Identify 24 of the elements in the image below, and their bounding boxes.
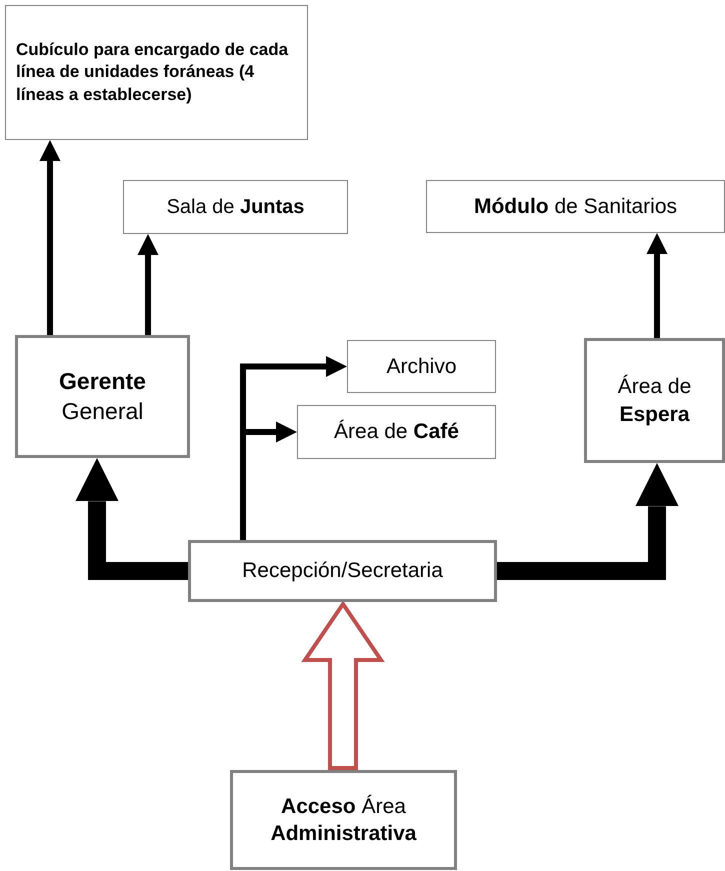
room-label: Sala de Juntas — [166, 195, 304, 220]
room-label: Área de Espera — [616, 374, 692, 428]
room-box — [123, 180, 348, 234]
room-box — [297, 405, 496, 459]
room-box — [347, 340, 496, 393]
room-box — [230, 770, 457, 870]
room-box — [188, 540, 497, 602]
room-box — [426, 180, 725, 233]
arrow — [646, 233, 668, 338]
arrow — [40, 140, 60, 335]
arrow — [301, 600, 385, 770]
room-label: Cubículo para encargado de cada línea de unidades foráneas (4 líneas a establecerse) — [16, 39, 290, 106]
room-label: Módulo de Sanitarios — [474, 194, 678, 220]
arrow — [138, 234, 158, 335]
arrow — [497, 463, 679, 580]
room-box — [584, 338, 725, 463]
room-label: Gerente General — [58, 366, 147, 426]
room-box — [15, 335, 190, 458]
room-label: Área de Café — [334, 418, 459, 446]
room-label: Acceso Área Administrativa — [270, 794, 418, 847]
room-label: Archivo — [386, 354, 457, 380]
room-box — [5, 5, 308, 140]
room-label: Recepción/Secretaria — [242, 558, 443, 584]
arrow — [75, 458, 188, 580]
